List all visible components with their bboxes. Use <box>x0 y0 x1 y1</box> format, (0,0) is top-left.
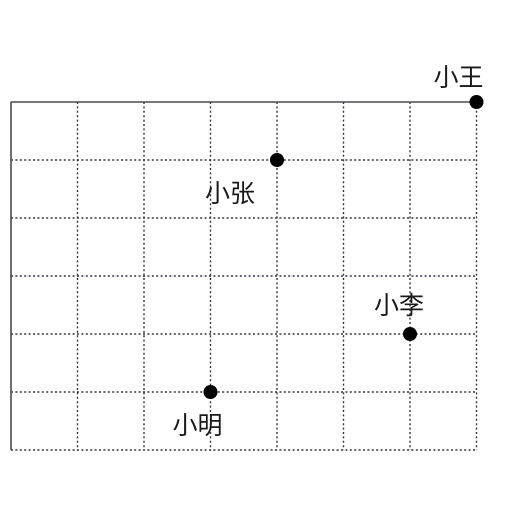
point-label-xiao-ming: 小明 <box>173 411 223 440</box>
point-marker-xiao-wang <box>469 95 484 109</box>
grid-frame <box>10 101 476 450</box>
point-marker-xiao-zhang <box>270 153 284 167</box>
point-label-xiao-zhang: 小张 <box>205 179 255 208</box>
point-label-xiao-wang: 小王 <box>434 63 484 92</box>
points: 小王 小张 小李 小明 <box>173 63 484 440</box>
point-marker-xiao-ming <box>203 385 218 399</box>
grid <box>11 102 478 451</box>
point-marker-xiao-li <box>403 327 417 341</box>
point-label-xiao-li: 小李 <box>374 291 424 320</box>
